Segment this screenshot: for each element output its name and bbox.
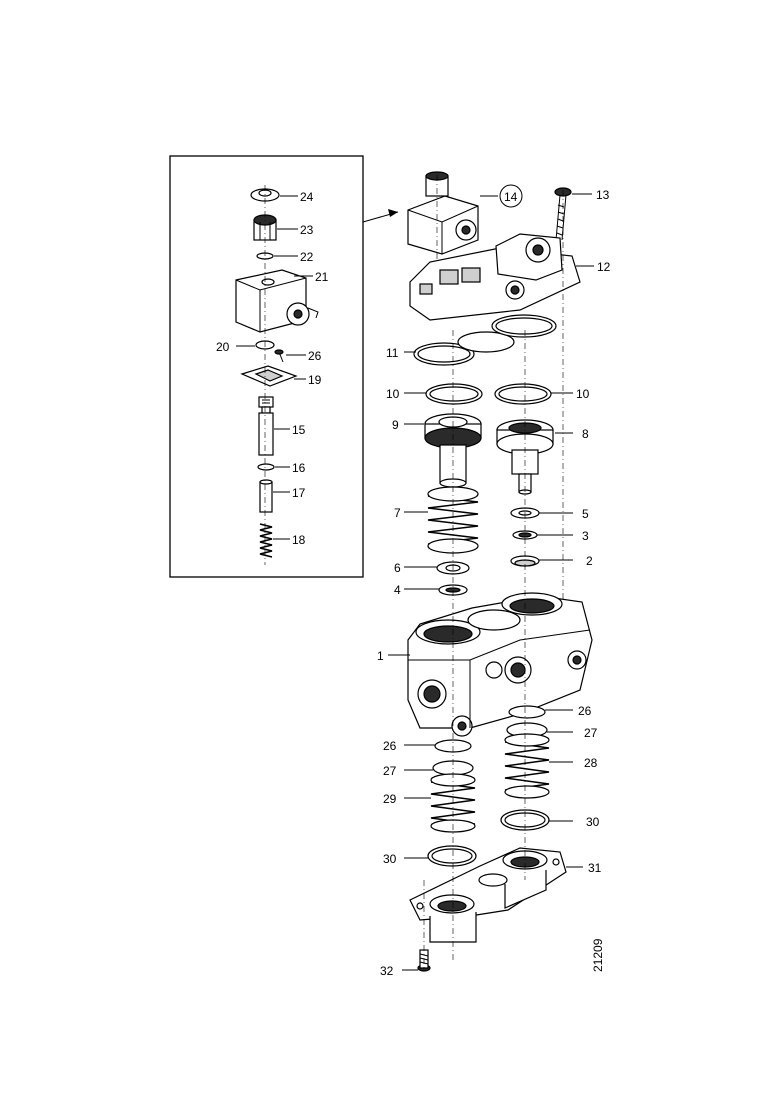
callout-30-right: 30 — [586, 815, 600, 829]
callout-7: 7 — [394, 506, 401, 520]
oring-10-left — [425, 383, 483, 405]
spring-28 — [504, 733, 550, 799]
screw-13 — [554, 187, 572, 241]
callout-14: 14 — [504, 190, 518, 204]
callout-29: 29 — [383, 792, 397, 806]
callout-8: 8 — [582, 427, 589, 441]
callout-11: 11 — [386, 346, 399, 360]
callout-17: 17 — [292, 486, 306, 500]
callout-23: 23 — [300, 223, 314, 237]
callout-10-left: 10 — [386, 387, 400, 401]
solenoid-coil-14 — [407, 171, 479, 255]
callout-24: 24 — [300, 190, 314, 204]
inset-gasket-19 — [240, 365, 298, 387]
callout-30-left: 30 — [383, 852, 397, 866]
callout-27-left: 27 — [383, 764, 397, 778]
callout-1: 1 — [377, 649, 384, 663]
callout-21: 21 — [315, 270, 329, 284]
drawing-reference-code: 21209 — [591, 938, 605, 972]
inset-screw-26 — [274, 349, 284, 363]
inset-solenoid-coil-21 — [235, 269, 319, 333]
inset-detail-frame — [169, 155, 364, 578]
main-leader-lines — [388, 193, 594, 971]
callout-19: 19 — [308, 373, 322, 387]
inset-armature-tube-15 — [258, 396, 274, 456]
callout-31: 31 — [588, 861, 602, 875]
oring-11 — [413, 314, 557, 366]
callout-13: 13 — [596, 188, 610, 202]
callout-2: 2 — [586, 554, 593, 568]
callout-3: 3 — [582, 529, 589, 543]
callout-28: 28 — [584, 756, 598, 770]
callout-22: 22 — [300, 250, 314, 264]
callout-10-right: 10 — [576, 387, 590, 401]
callout-4: 4 — [394, 583, 401, 597]
callout-32: 32 — [380, 964, 394, 978]
inset-pointer-arrow — [362, 209, 399, 223]
callout-26-right: 26 — [578, 704, 592, 718]
inset-oring-16 — [257, 463, 275, 471]
callout-6: 6 — [394, 561, 401, 575]
callout-26-left: 26 — [383, 739, 397, 753]
callout-5: 5 — [582, 507, 589, 521]
center-axes — [423, 175, 564, 968]
cover-housing-12 — [409, 233, 581, 321]
callout-12: 12 — [597, 260, 611, 274]
callout-14-badge: 14 — [499, 184, 523, 208]
oring-30-left — [427, 845, 477, 867]
callout-26-inset: 26 — [308, 349, 322, 363]
inset-spring-18 — [259, 523, 273, 558]
callout-27-right: 27 — [584, 726, 598, 740]
callout-9: 9 — [392, 418, 399, 432]
spring-7 — [427, 486, 479, 554]
callout-16: 16 — [292, 461, 306, 475]
callout-20: 20 — [216, 340, 230, 354]
oring-10-right — [494, 383, 552, 405]
callout-15: 15 — [292, 423, 306, 437]
valve-body-1 — [407, 592, 593, 737]
inset-leader-lines — [236, 195, 313, 540]
inset-plunger-17 — [259, 479, 273, 513]
plug-26-right — [508, 705, 546, 719]
callout-18: 18 — [292, 533, 306, 547]
